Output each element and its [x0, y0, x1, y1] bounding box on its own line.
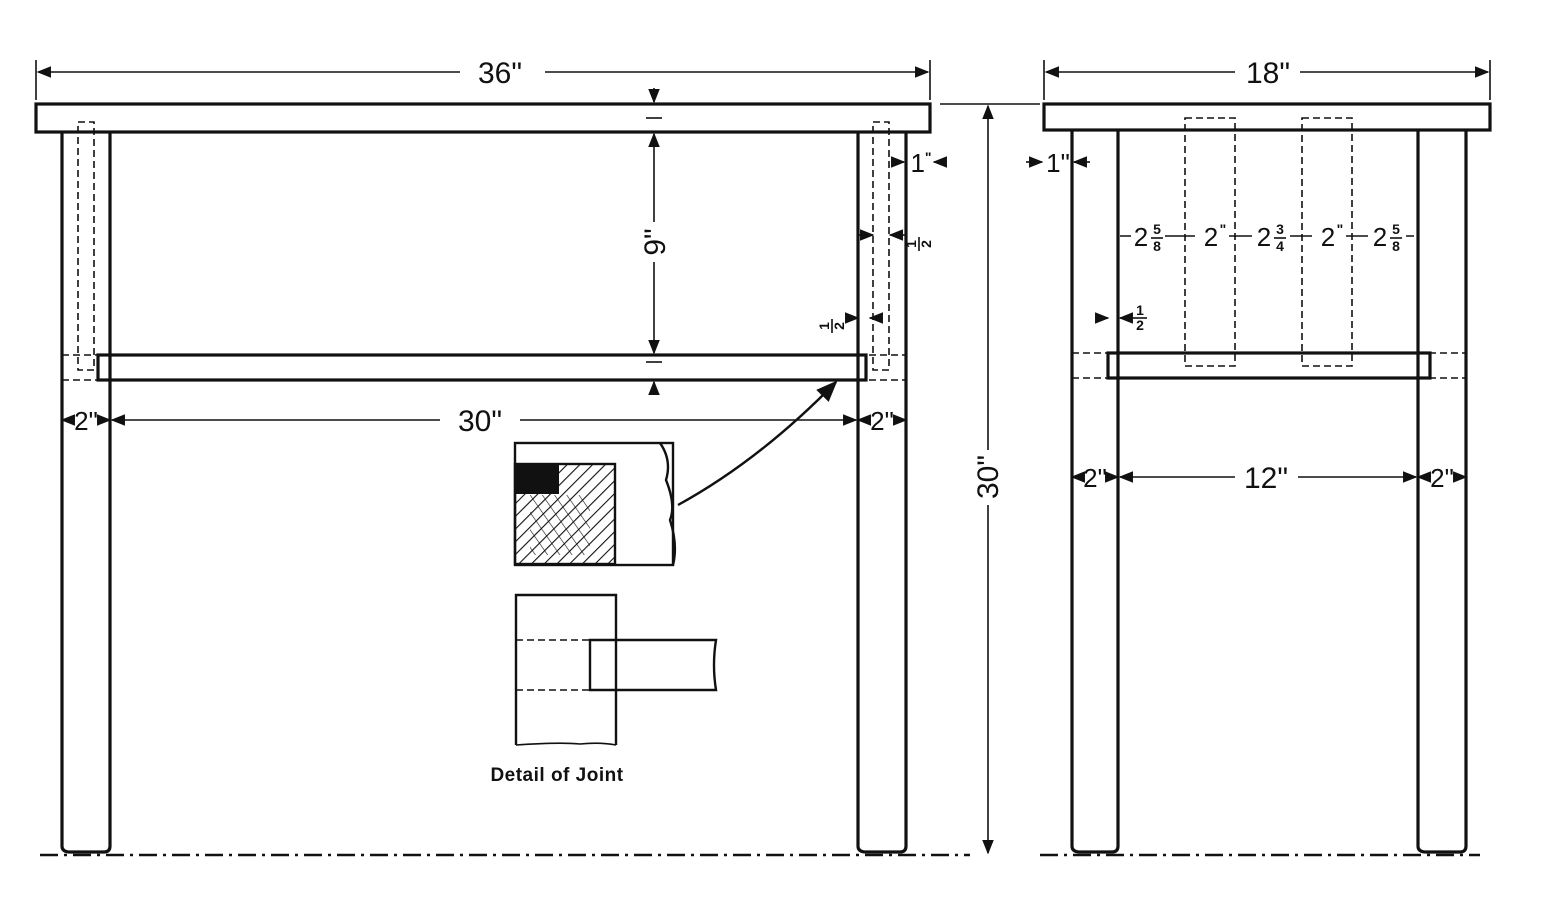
svg-text:1: 1 [903, 240, 919, 248]
side-slat-right-hidden [1301, 117, 1353, 367]
svg-text:": " [1220, 221, 1227, 237]
dim-side-height: 30" [972, 455, 1005, 499]
svg-text:8: 8 [1153, 238, 1161, 254]
svg-text:1: 1 [816, 322, 832, 330]
dim-side-between-legs: 12" [1244, 462, 1288, 495]
front-leg-left [60, 132, 112, 854]
dim-side-width: 18" [1246, 57, 1290, 90]
dim-side-leg-left: 2" [1083, 463, 1107, 493]
svg-text:2: 2 [1373, 222, 1387, 252]
front-tenon-right-hidden [872, 121, 890, 371]
dim-slat-spacing-5: 2 5 8 [1368, 221, 1406, 254]
dim-side-leg-right: 2" [1430, 463, 1454, 493]
side-table-top [1042, 102, 1492, 132]
svg-text:": " [1337, 221, 1344, 237]
joint-elevation-rail [588, 638, 718, 692]
dim-front-tenon-setback: 1 2 [816, 319, 847, 333]
dim-side-overhang: 1" [1046, 148, 1070, 178]
dim-slat-spacing-2: 2 " [1195, 221, 1229, 254]
dim-front-tenon-inset: 1" [910, 148, 931, 178]
svg-text:2: 2 [1321, 222, 1335, 252]
svg-text:2: 2 [918, 240, 934, 248]
dim-front-between-legs: 30" [458, 405, 502, 438]
side-leg-left [1070, 130, 1120, 854]
joint-detail: Detail of Joint [490, 380, 838, 786]
side-shelf [1106, 351, 1432, 380]
svg-text:2: 2 [831, 322, 847, 330]
svg-text:8: 8 [1392, 238, 1400, 254]
svg-text:5: 5 [1392, 221, 1400, 237]
dim-side-tenon-setback: 1 2 [1133, 302, 1147, 333]
front-tenon-left-hidden [77, 121, 95, 371]
front-leg-right [856, 132, 908, 854]
joint-leader-arrow [677, 380, 838, 507]
svg-text:2: 2 [1136, 317, 1144, 333]
svg-text:2: 2 [1257, 222, 1271, 252]
svg-text:2: 2 [1134, 222, 1148, 252]
front-shelf [96, 353, 868, 382]
dim-slat-spacing-3: 2 3 4 [1252, 221, 1290, 254]
svg-text:5: 5 [1153, 221, 1161, 237]
svg-text:3: 3 [1276, 221, 1284, 237]
svg-text:1: 1 [1136, 302, 1144, 318]
joint-elevation-leg [514, 593, 618, 745]
dim-front-tenon-length: 1 2 [903, 237, 934, 251]
dim-front-leg-left: 2" [74, 406, 98, 436]
dim-slat-spacing-4: 2 " [1312, 221, 1346, 254]
svg-text:4: 4 [1276, 238, 1284, 254]
dim-slat-spacing-1: 2 5 8 [1131, 221, 1165, 254]
dim-front-leg-right: 2" [870, 406, 894, 436]
svg-text:2: 2 [1204, 222, 1218, 252]
joint-caption: Detail of Joint [490, 765, 623, 786]
dim-front-shelf-height: 9" [639, 228, 672, 255]
front-table-top [34, 102, 932, 134]
front-view: 36" 9" 2" 30" 2" 1" 1 2 [34, 57, 970, 857]
side-slat-left-hidden [1184, 117, 1236, 367]
side-leg-right [1416, 130, 1468, 854]
dim-front-width: 36" [478, 57, 522, 90]
side-view: 18" 30" 1" 2 5 8 2 " 2 3 4 [940, 57, 1492, 857]
